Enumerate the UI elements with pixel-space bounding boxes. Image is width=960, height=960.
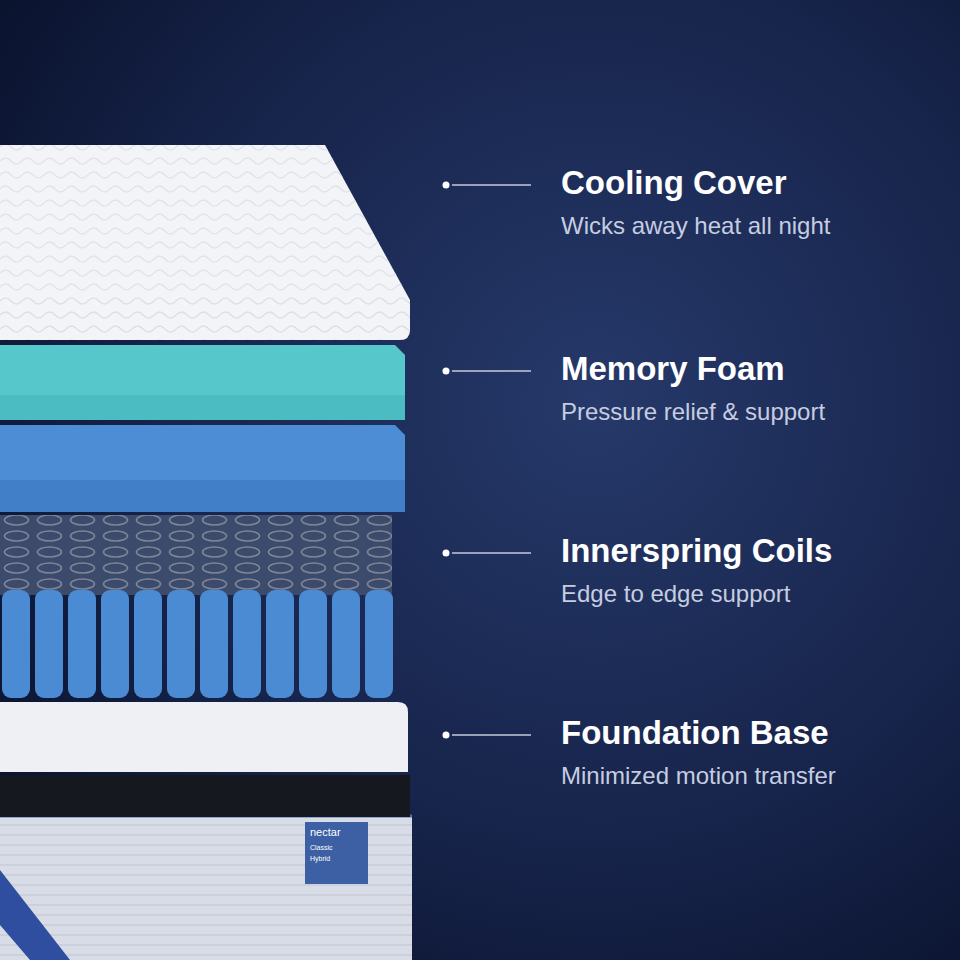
- blue-foam-side: [0, 480, 405, 512]
- layer-name: Memory Foam: [561, 350, 785, 388]
- layer-description: Edge to edge support: [561, 580, 791, 608]
- coil-pockets: [2, 590, 393, 698]
- cover-edge: [0, 300, 410, 340]
- memory-foam-layer: [0, 345, 405, 420]
- cooling-cover: [0, 145, 410, 340]
- accent-strip: [0, 870, 70, 960]
- layer-name: Innerspring Coils: [561, 532, 832, 570]
- coil-backing: [0, 515, 392, 595]
- black-band: [0, 775, 410, 817]
- product-tag: nectarClassicHybrid: [305, 822, 368, 884]
- layer-description: Wicks away heat all night: [561, 212, 830, 240]
- memory-foam-side: [0, 395, 405, 420]
- brand-name: nectar: [310, 826, 363, 839]
- layer-description: Pressure relief & support: [561, 398, 825, 426]
- layer-description: Minimized motion transfer: [561, 762, 836, 790]
- model-name: Classic: [310, 844, 363, 852]
- coil-wires: [0, 515, 392, 595]
- cover-texture: [0, 145, 410, 300]
- model-name: Hybrid: [310, 855, 363, 863]
- blue-foam-layer: [0, 425, 405, 512]
- leader-lines: [443, 182, 532, 739]
- mattress-body: [0, 815, 412, 960]
- layer-name: Cooling Cover: [561, 164, 787, 202]
- foundation-layer: [0, 702, 408, 772]
- layer-name: Foundation Base: [561, 714, 829, 752]
